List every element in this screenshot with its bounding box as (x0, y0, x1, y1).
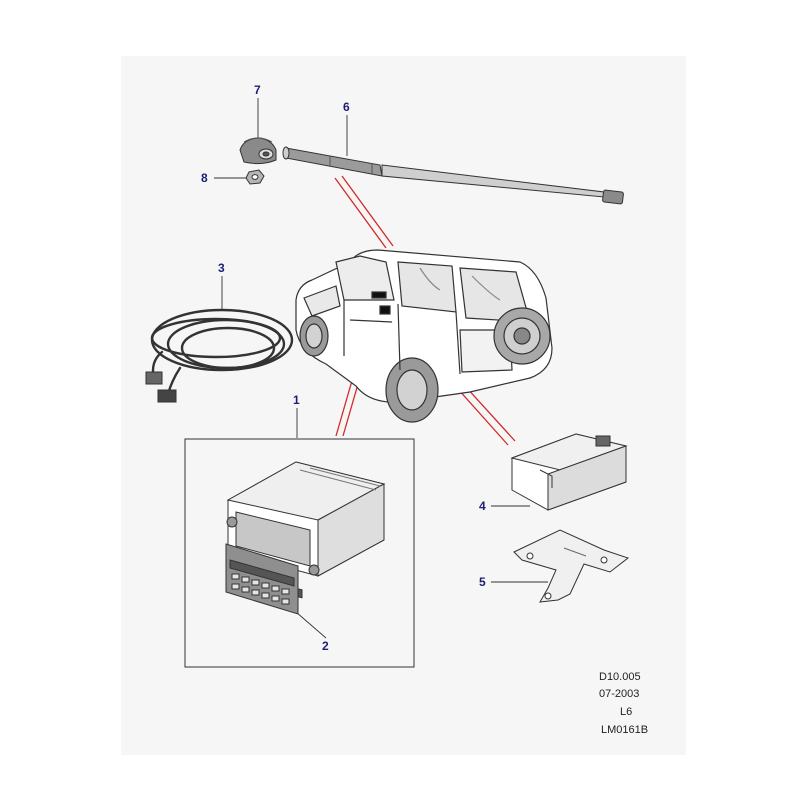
reference-date: 07-2003 (599, 688, 639, 700)
antenna-cable-part (145, 308, 294, 403)
module-part (510, 433, 628, 511)
radio-front-panel-part (225, 543, 299, 615)
antenna-base-part (239, 137, 277, 165)
nut-part (245, 169, 265, 185)
callout-2: 2 (322, 639, 329, 653)
callout-1: 1 (293, 393, 300, 407)
callout-numbers: 7 6 8 3 1 2 4 5 (201, 83, 486, 653)
callout-3: 3 (218, 261, 225, 275)
reference-drawing-number: LM0161B (601, 724, 648, 736)
leader-antenna-to-vehicle-a (334, 177, 387, 249)
antenna-mast-part (282, 146, 624, 205)
callout-leader-lines (214, 98, 548, 639)
callout-7: 7 (254, 83, 261, 97)
vehicle-illustration (295, 249, 553, 423)
callout-8: 8 (201, 171, 208, 185)
bracket-part (513, 529, 630, 603)
callout-4: 4 (479, 499, 486, 513)
callout-5: 5 (479, 575, 486, 589)
callout-6: 6 (343, 100, 350, 114)
radio-unit-part (226, 461, 386, 599)
reference-level: L6 (620, 706, 632, 718)
reference-code: D10.005 (599, 671, 641, 683)
radio-assembly-frame (184, 438, 415, 668)
drawing-reference: D10.005 07-2003 L6 LM0161B (599, 671, 648, 736)
leader-antenna-to-vehicle-b (341, 175, 394, 247)
